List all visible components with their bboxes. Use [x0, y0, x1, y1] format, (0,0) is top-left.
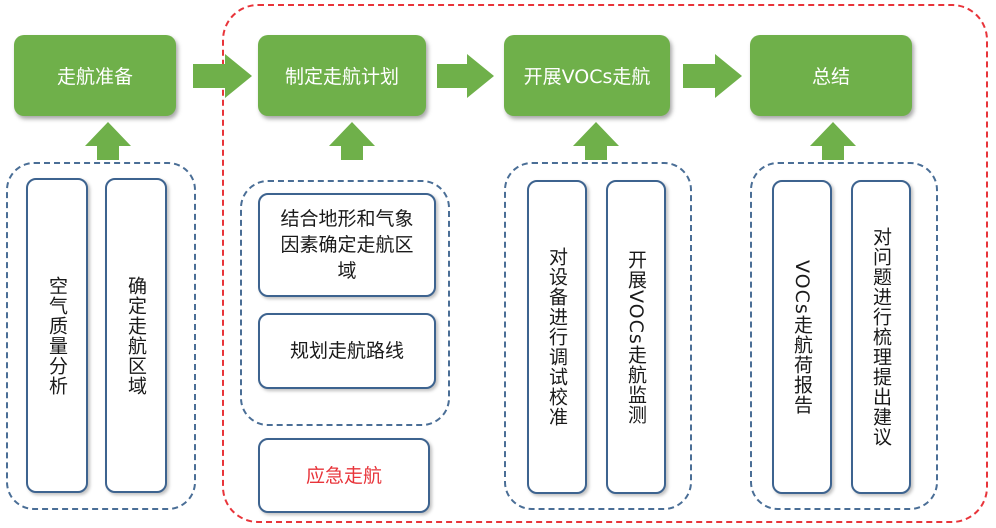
card-monitor: 开展VOCs走航监测 — [606, 180, 666, 494]
arrow-right-3 — [683, 54, 742, 98]
arrow-right-1 — [193, 54, 252, 98]
arrow-up-2 — [329, 122, 375, 160]
arrow-up-4 — [810, 122, 856, 160]
card-report-text: VOCs走航荷报告 — [791, 259, 813, 415]
step-conduct: 开展VOCs走航 — [504, 35, 670, 116]
group-prepare — [6, 162, 196, 510]
card-emergency: 应急走航 — [258, 438, 430, 513]
card-route-text: 规划走航路线 — [289, 340, 404, 362]
arrow-up-1 — [85, 122, 131, 160]
group-conduct — [504, 162, 692, 510]
card-area: 确定走航区域 — [105, 178, 167, 493]
card-monitor-text: 开展VOCs走航监测 — [625, 249, 647, 425]
step-plan-label: 制定走航计划 — [284, 66, 399, 88]
card-suggest: 对问题进行梳理提出建议 — [851, 180, 911, 494]
step-summary-label: 总结 — [811, 66, 850, 88]
card-calibrate-text: 对设备进行调试校准 — [546, 247, 568, 427]
card-air-quality-text: 空气质量分析 — [46, 275, 68, 396]
card-terrain: 结合地形和气象因素确定走航区域 — [258, 193, 436, 297]
card-area-text: 确定走航区域 — [125, 275, 147, 396]
card-report: VOCs走航荷报告 — [772, 180, 832, 494]
step-prepare: 走航准备 — [14, 35, 176, 116]
card-route: 规划走航路线 — [258, 313, 436, 389]
group-plan — [240, 180, 450, 426]
card-emergency-text: 应急走航 — [305, 464, 382, 487]
card-calibrate: 对设备进行调试校准 — [527, 180, 587, 494]
arrow-right-2 — [437, 54, 494, 98]
step-conduct-label: 开展VOCs走航 — [523, 66, 651, 88]
card-suggest-text: 对问题进行梳理提出建议 — [870, 227, 892, 447]
group-summary — [750, 162, 938, 510]
step-plan: 制定走航计划 — [258, 35, 426, 116]
step-prepare-label: 走航准备 — [56, 66, 133, 88]
card-air-quality: 空气质量分析 — [26, 178, 88, 493]
step-summary: 总结 — [750, 35, 912, 116]
scope-boundary — [222, 4, 988, 523]
arrow-up-3 — [573, 122, 619, 160]
card-terrain-text: 结合地形和气象因素确定走航区域 — [280, 208, 414, 282]
